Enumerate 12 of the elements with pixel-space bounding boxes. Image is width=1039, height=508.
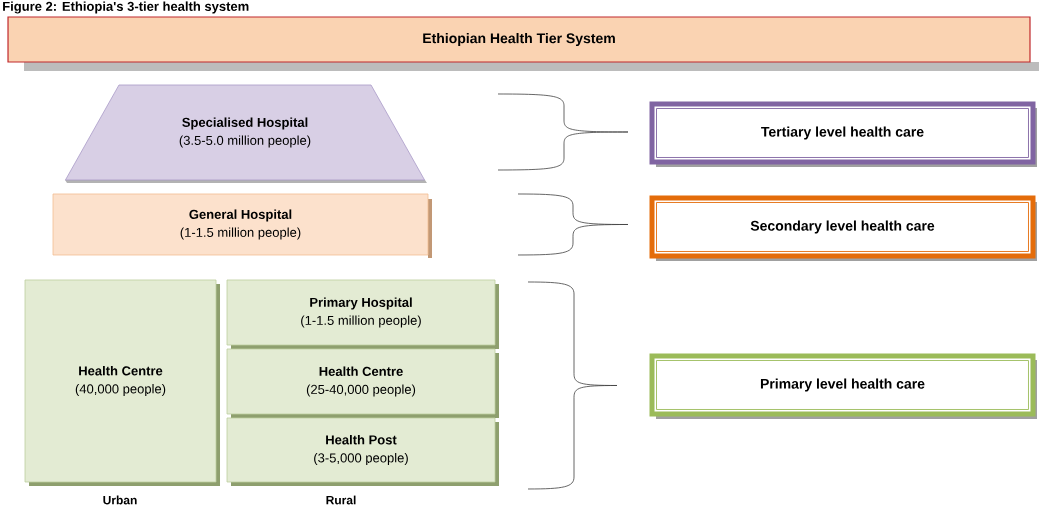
tier-box: General Hospital (1-1.5 million people) (52, 193, 432, 258)
level-box: Primary level health care (649, 353, 1037, 419)
tier-box: Primary Hospital (1-1.5 million people) (226, 279, 499, 349)
tier-box: Health Post (3-5,000 people) (226, 417, 499, 486)
level-box: Tertiary level health care (649, 101, 1037, 167)
figure-title: Figure 2: Ethiopia's 3-tier health system (3, 1, 249, 14)
column-label: Rural (326, 495, 356, 505)
title-banner: Ethiopian Health Tier System (7, 16, 1039, 71)
tier-box: Health Centre (25-40,000 people) (226, 348, 499, 418)
tier-box: Health Centre (40,000 people) (24, 279, 220, 486)
pyramid-tier: Specialised Hospital (3.5-5.0 million people) (65, 84, 427, 183)
level-box: Secondary level health care (649, 195, 1037, 261)
